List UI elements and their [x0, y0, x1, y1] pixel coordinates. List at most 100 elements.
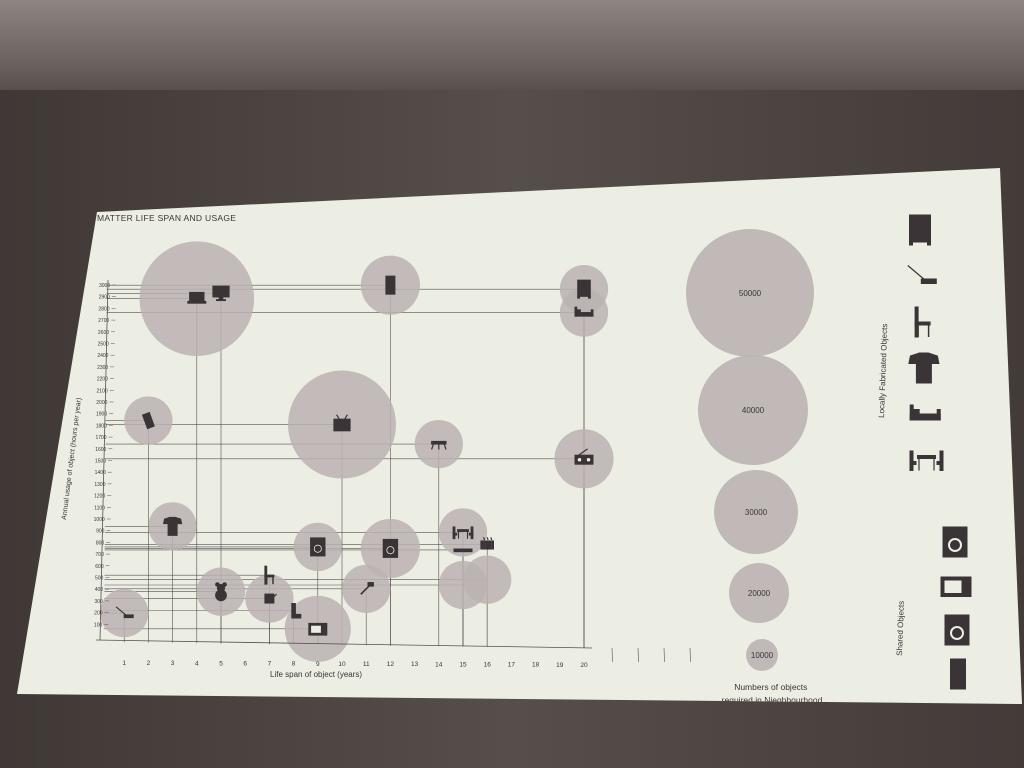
- group-label: Locally Fabricated Objects: [877, 324, 889, 419]
- y-tick-label: 1000: [94, 517, 105, 523]
- bubbles: [100, 241, 614, 662]
- tshirt-icon: [162, 516, 183, 536]
- y-tick-label: 800: [96, 540, 105, 546]
- microwave-icon: [940, 576, 972, 597]
- y-tick-label: 1200: [94, 494, 105, 500]
- wardrobe-icon: [577, 279, 591, 299]
- y-tick-label: 2500: [98, 342, 109, 348]
- y-tick-label: 600: [95, 564, 104, 570]
- y-tick-label: 2700: [98, 318, 109, 324]
- y-tick-label: 500: [95, 576, 104, 582]
- x-tick-label: 9: [316, 661, 320, 668]
- bed-icon: [909, 404, 941, 421]
- y-tick-label: 1800: [96, 423, 107, 429]
- y-tick-label: 700: [96, 552, 105, 558]
- washer-icon: [382, 538, 399, 558]
- stool-icon: [431, 440, 447, 450]
- chart-title: MATTER LIFE SPAN AND USAGE: [97, 213, 236, 223]
- x-tick-label: 17: [508, 662, 516, 669]
- size-legend-bubble: [714, 470, 798, 554]
- x-tick-label: 5: [219, 660, 223, 667]
- laptop-icon: [187, 291, 207, 304]
- x-tick-label: 14: [435, 661, 443, 668]
- x-tick-label: 16: [484, 662, 492, 669]
- size-legend-value: 50000: [739, 289, 762, 298]
- y-tick-label: 2300: [97, 365, 108, 371]
- x-axis-label: Life span of object (years): [270, 670, 362, 679]
- x-tick-label: 10: [338, 661, 346, 668]
- y-tick-label: 2400: [97, 353, 108, 359]
- y-axis: [99, 279, 109, 641]
- y-tick-label: 1900: [96, 412, 107, 418]
- teddy-icon: [215, 582, 227, 602]
- size-legend-bubble: [729, 563, 789, 623]
- broom-icon: [907, 265, 937, 284]
- y-tick-label: 1700: [95, 435, 106, 441]
- size-legend-bubble: [698, 355, 808, 465]
- point-icons: [115, 275, 594, 636]
- size-legend-value: 10000: [751, 651, 774, 660]
- y-tick-label: 2200: [97, 377, 108, 383]
- extra-tick: [637, 647, 639, 663]
- x-tick-label: 15: [459, 661, 467, 668]
- size-legend-value: 20000: [748, 589, 771, 598]
- monitor-icon: [212, 285, 230, 302]
- y-tick-label: 900: [96, 529, 105, 535]
- bubble: [463, 555, 512, 604]
- y-tick-label: 300: [94, 599, 103, 605]
- x-tick-label: 3: [171, 660, 175, 667]
- x-tick-label: 8: [292, 661, 296, 668]
- x-tick-label: 11: [363, 661, 370, 668]
- x-tick-label: 19: [556, 662, 564, 669]
- washer-icon: [944, 614, 970, 646]
- kettle-icon: [264, 593, 278, 604]
- y-tick-label: 2900: [99, 295, 110, 301]
- size-legend-bubble: [746, 639, 778, 671]
- y-tick-label: 2000: [96, 400, 107, 406]
- y-tick-label: 2100: [97, 388, 108, 394]
- tshirt-icon: [908, 352, 940, 384]
- x-tick-label: 2: [147, 660, 151, 667]
- x-tick-label: 4: [195, 660, 199, 667]
- radio-icon: [574, 448, 594, 465]
- size-legend-title: Numbers of objects required in Nieghbour…: [722, 682, 823, 705]
- tv-icon: [333, 414, 351, 432]
- chair-icon: [914, 306, 931, 338]
- chair-icon: [264, 565, 275, 585]
- y-tick-label: 100: [94, 622, 103, 628]
- extra-tick: [689, 647, 691, 663]
- slide-surface: [17, 168, 1022, 704]
- x-tick-label: 18: [532, 662, 540, 669]
- size-legend-title-line-1: Numbers of objects: [734, 682, 807, 692]
- broom-icon: [115, 606, 134, 619]
- boot-icon: [291, 603, 302, 619]
- lamp-icon: [360, 582, 374, 595]
- size-legend-bubble: [686, 229, 814, 357]
- y-tick-label: 1100: [94, 505, 105, 511]
- y-tick-label: 200: [94, 611, 103, 617]
- y-tick-label: 1300: [94, 482, 105, 488]
- size-legend-value: 40000: [742, 406, 765, 415]
- washing-machine-icon: [942, 526, 968, 558]
- y-tick-label: 1600: [95, 447, 106, 453]
- y-tick-label: 2600: [98, 330, 109, 336]
- extra-tick: [663, 647, 665, 663]
- bubble: [438, 508, 488, 557]
- x-tick-label: 12: [387, 661, 395, 668]
- x-tick-label: 20: [580, 662, 588, 669]
- x-tick-label: 6: [243, 661, 247, 668]
- radiator-icon: [480, 537, 495, 550]
- y-tick-label: 1400: [95, 470, 106, 476]
- dining-set-icon: [452, 526, 474, 540]
- y-tick-label: 1500: [95, 459, 106, 465]
- group-label: Shared Objects: [895, 601, 906, 656]
- extra-tick: [611, 647, 613, 663]
- ceiling: [0, 0, 1024, 90]
- bed-icon: [574, 306, 594, 317]
- shelf-icon: [453, 548, 473, 553]
- size-legend-title-line-2: required in Nieghbourhood: [722, 695, 823, 705]
- y-tick-label: 2800: [98, 306, 109, 312]
- y-tick-label: 400: [95, 587, 104, 593]
